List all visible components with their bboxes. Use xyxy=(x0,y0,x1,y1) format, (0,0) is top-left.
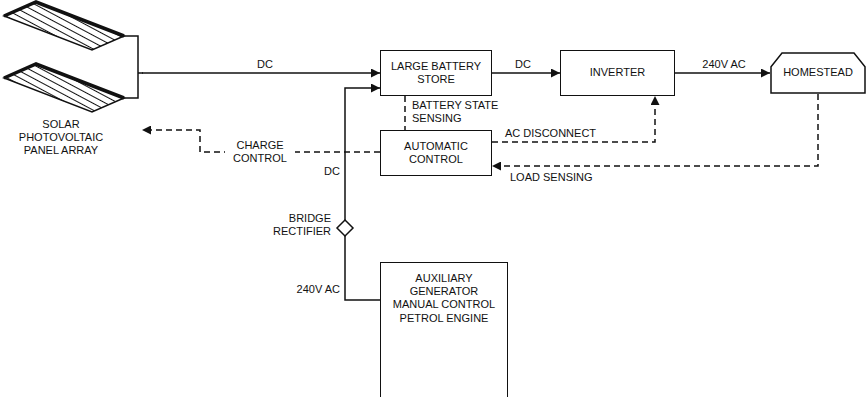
node-label: HOMESTEAD xyxy=(783,66,853,79)
control-box: AUTOMATIC CONTROL xyxy=(380,130,492,176)
solar-panel-illustration xyxy=(4,2,143,112)
edge-label: LOAD SENSING xyxy=(510,171,614,184)
power-line xyxy=(345,236,380,300)
node-label: AUTOMATIC CONTROL xyxy=(387,140,485,166)
edge-label: DC xyxy=(508,58,538,71)
signal-line xyxy=(404,96,406,130)
edge-label: DC xyxy=(316,165,340,178)
solar-array: SOLAR PHOTOVOLTAIC PANEL ARRAY xyxy=(0,0,142,160)
edge-label: 240V AC xyxy=(288,283,340,296)
edge-label: DC xyxy=(250,58,280,71)
node-label: BRIDGE RECTIFIER xyxy=(267,212,331,238)
edge-label: CHARGE CONTROL xyxy=(225,139,295,165)
signal-line xyxy=(492,96,655,142)
homestead-shape: HOMESTEAD xyxy=(770,52,866,94)
panel-frame xyxy=(4,64,124,98)
inverter-box: INVERTER xyxy=(560,50,675,96)
node-label: LARGE BATTERY STORE xyxy=(387,60,485,86)
panel-wire xyxy=(124,36,143,98)
solar-panel xyxy=(4,64,124,112)
solar-panel xyxy=(4,2,124,50)
power-line xyxy=(675,72,770,74)
rectifier-symbol xyxy=(337,220,353,236)
power-line xyxy=(492,72,560,74)
node-label: SOLAR PHOTOVOLTAIC PANEL ARRAY xyxy=(0,118,122,158)
homestead-outline xyxy=(771,53,865,93)
diamond-outline xyxy=(337,220,353,236)
generator-box: AUXILIARY GENERATOR MANUAL CONTROL PETRO… xyxy=(380,262,508,397)
panel-frame xyxy=(4,2,124,36)
rectifier-diamond: BRIDGE RECTIFIER xyxy=(337,220,353,236)
node-label: AUXILIARY GENERATOR MANUAL CONTROL PETRO… xyxy=(389,272,499,325)
edge-label: 240V AC xyxy=(698,58,750,71)
edge-label: BATTERY STATE SENSING xyxy=(412,99,508,125)
edge-label: AC DISCONNECT xyxy=(505,127,617,140)
signal-line xyxy=(492,94,818,166)
power-line xyxy=(345,88,380,220)
power-line xyxy=(142,72,380,74)
node-label: INVERTER xyxy=(590,66,645,79)
battery-box: LARGE BATTERY STORE xyxy=(380,50,492,96)
